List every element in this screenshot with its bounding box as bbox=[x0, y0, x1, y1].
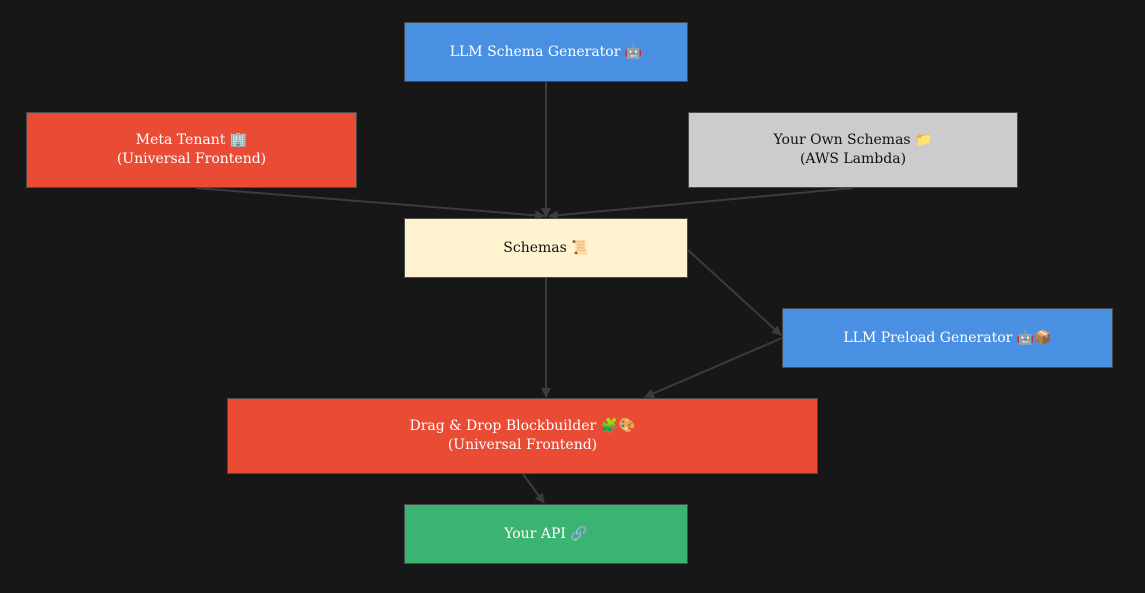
node-schemas[interactable]: Schemas 📜 bbox=[404, 218, 688, 278]
node-meta-tenant-label: Meta Tenant 🏢 bbox=[135, 132, 248, 148]
edge-llm-preload-generator-to-blockbuilder bbox=[644, 337, 783, 399]
node-llm-schema-generator[interactable]: LLM Schema Generator 🤖 bbox=[404, 22, 688, 82]
node-your-api-label: Your API 🔗 bbox=[504, 525, 588, 542]
node-llm-schema-generator-label: LLM Schema Generator 🤖 bbox=[449, 43, 643, 60]
node-meta-tenant-sublabel: (Universal Frontend) bbox=[116, 151, 267, 167]
node-your-api[interactable]: Your API 🔗 bbox=[404, 504, 688, 564]
edge-own-schemas-to-schemas bbox=[548, 187, 854, 221]
node-meta-tenant[interactable]: Meta Tenant 🏢 (Universal Frontend) bbox=[26, 112, 357, 188]
node-own-schemas-sublabel: (AWS Lambda) bbox=[799, 151, 907, 167]
node-schemas-label: Schemas 📜 bbox=[503, 239, 589, 256]
node-own-schemas[interactable]: Your Own Schemas 📁 (AWS Lambda) bbox=[688, 112, 1018, 188]
node-blockbuilder-label: Drag & Drop Blockbuilder 🧩🎨 bbox=[409, 418, 636, 434]
node-llm-preload-generator-label: LLM Preload Generator 🤖📦 bbox=[843, 329, 1052, 346]
node-blockbuilder[interactable]: Drag & Drop Blockbuilder 🧩🎨 (Universal F… bbox=[227, 398, 818, 474]
edge-blockbuilder-to-your-api bbox=[522, 473, 545, 504]
node-llm-preload-generator[interactable]: LLM Preload Generator 🤖📦 bbox=[782, 308, 1113, 368]
edge-schemas-to-llm-preload-generator bbox=[687, 249, 782, 336]
node-own-schemas-label: Your Own Schemas 📁 bbox=[773, 132, 933, 148]
edge-meta-tenant-to-schemas bbox=[195, 187, 545, 221]
node-blockbuilder-sublabel: (Universal Frontend) bbox=[447, 437, 598, 453]
